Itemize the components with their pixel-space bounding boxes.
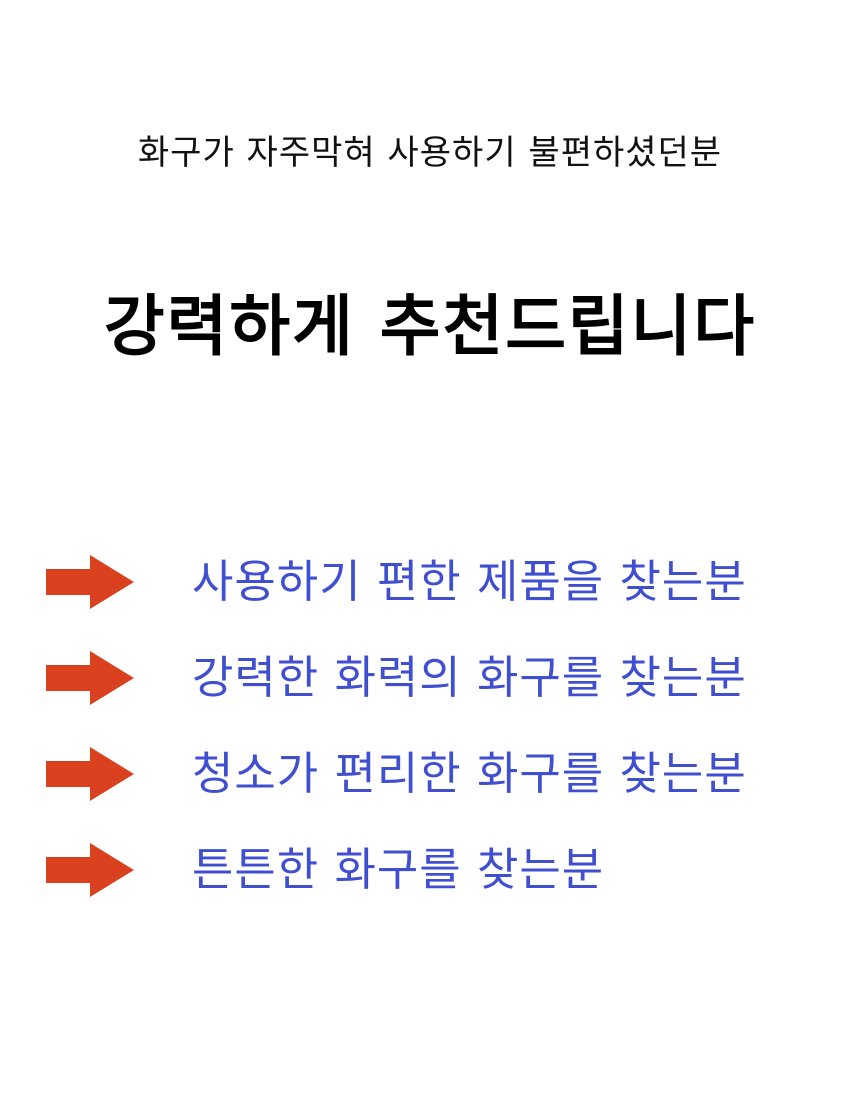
list-item-label: 튼튼한 화구를 찾는분 (192, 843, 605, 896)
list-item: 사용하기 편한 제품을 찾는분 (0, 552, 860, 612)
arrow-right-icon (46, 843, 134, 897)
list-item: 청소가 편리한 화구를 찾는분 (0, 744, 860, 804)
list-item-label: 청소가 편리한 화구를 찾는분 (192, 747, 747, 800)
list-item: 튼튼한 화구를 찾는분 (0, 840, 860, 900)
list-item-label: 사용하기 편한 제품을 찾는분 (192, 555, 747, 608)
subtitle: 화구가 자주막혀 사용하기 불편하셨던분 (137, 133, 723, 173)
arrow-right-icon (46, 747, 134, 801)
list-item: 강력한 화력의 화구를 찾는분 (0, 648, 860, 708)
headline: 강력하게 추천드립니다 (103, 288, 757, 365)
list-item-label: 강력한 화력의 화구를 찾는분 (192, 651, 747, 704)
arrow-right-icon (46, 555, 134, 609)
arrow-right-icon (46, 651, 134, 705)
